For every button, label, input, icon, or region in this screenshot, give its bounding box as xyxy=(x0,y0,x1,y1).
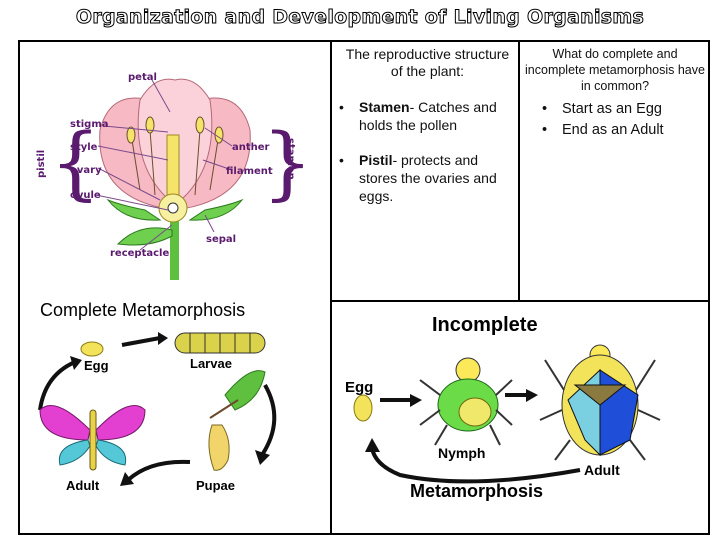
divider xyxy=(330,284,332,535)
incomplete-title-top: Incomplete xyxy=(432,314,538,336)
label-anther: anther xyxy=(232,142,270,153)
term-stamen: Stamen xyxy=(359,99,410,115)
stage-egg: Egg xyxy=(345,379,373,396)
list-item: Stamen- Catches and holds the pollen xyxy=(339,98,510,134)
arrowhead xyxy=(526,389,538,402)
egg-illustration xyxy=(353,394,373,422)
arrowhead xyxy=(70,356,82,370)
reproductive-structure-panel: The reproductive structure of the plant:… xyxy=(339,46,510,222)
term-pistil: Pistil xyxy=(359,152,393,168)
divider xyxy=(330,40,332,302)
stage-adult: Adult xyxy=(66,478,100,493)
butterfly-body xyxy=(89,409,97,471)
adult-bug-illustration xyxy=(539,344,661,461)
desc-stamen: - Catches and holds the pollen xyxy=(359,99,497,133)
stage-nymph: Nymph xyxy=(438,445,485,461)
stage-egg: Egg xyxy=(84,358,109,373)
label-sepal: sepal xyxy=(206,234,236,245)
butterfly-wing xyxy=(95,405,146,441)
content-frame xyxy=(18,40,710,535)
cycle-arrow xyxy=(370,447,581,484)
cycle-arrow xyxy=(126,459,191,482)
ovule-shape xyxy=(167,202,179,214)
butterfly-wing xyxy=(95,439,127,466)
stage-larvae: Larvae xyxy=(190,356,232,371)
pupa-illustration xyxy=(208,424,230,471)
arrowhead xyxy=(410,394,422,407)
butterfly-wing xyxy=(39,405,91,441)
common-heading: What do complete and incomplete metamorp… xyxy=(525,47,705,93)
divider xyxy=(330,300,710,302)
stage-adult: Adult xyxy=(584,462,620,478)
page-title: Organization and Development of Living O… xyxy=(75,6,645,29)
label-receptacle: receptacle xyxy=(110,248,169,259)
list-item: Pistil- protects and stores the ovaries … xyxy=(339,151,510,205)
leaf xyxy=(116,227,173,246)
label-ovary: ovary xyxy=(70,165,102,176)
label-stamen: stamen xyxy=(285,138,296,180)
label-pistil: pistil xyxy=(36,150,47,178)
label-filament: filament xyxy=(226,166,273,177)
incomplete-title-bottom: Metamorphosis xyxy=(410,481,543,501)
sepal-shape xyxy=(188,198,244,221)
stage-pupae: Pupae xyxy=(196,478,235,493)
reproductive-heading: The reproductive structure of the plant: xyxy=(345,46,510,79)
sepal-shape xyxy=(106,198,162,221)
brace: } xyxy=(262,116,313,209)
arrowhead xyxy=(365,438,380,452)
label-ovule: ovule xyxy=(70,190,101,201)
divider xyxy=(518,40,520,302)
butterfly-wing xyxy=(58,439,91,466)
egg-illustration xyxy=(80,341,104,357)
stem xyxy=(170,205,179,280)
common-panel: What do complete and incomplete metamorp… xyxy=(522,46,708,141)
arrowhead xyxy=(255,450,270,465)
nymph-illustration xyxy=(419,357,513,446)
arrowhead xyxy=(120,472,134,486)
cycle-arrow xyxy=(38,360,76,411)
list-item: Start as an Egg xyxy=(522,99,708,120)
cycle-arrow xyxy=(121,336,161,347)
brace: { xyxy=(50,116,101,209)
leaf-illustration xyxy=(224,370,266,411)
desc-pistil: - protects and stores the ovaries and eg… xyxy=(359,152,497,204)
list-item: End as an Adult xyxy=(522,120,708,141)
complete-title: Complete Metamorphosis xyxy=(40,300,245,320)
label-stigma: stigma xyxy=(70,119,109,130)
cycle-arrow xyxy=(260,384,277,457)
arrowhead xyxy=(158,332,168,345)
label-style: style xyxy=(70,142,98,153)
label-petal: petal xyxy=(128,72,157,83)
